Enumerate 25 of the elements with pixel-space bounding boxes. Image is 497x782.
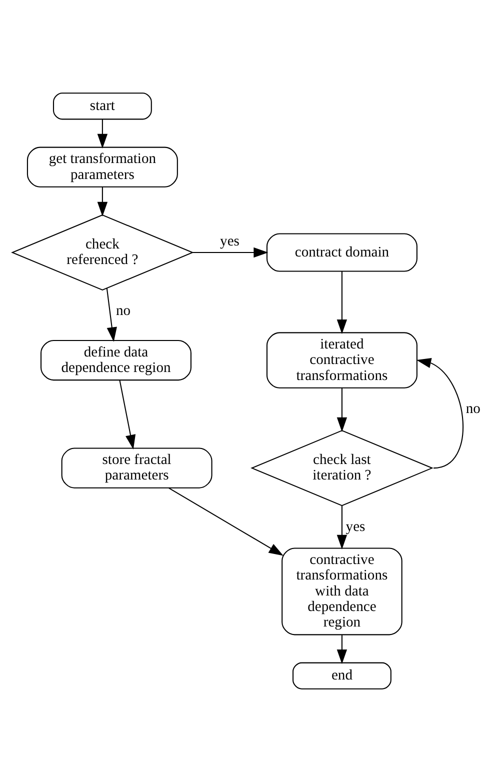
node-box: contractive transformations with data dependence region xyxy=(282,548,402,636)
node-box: contract domain xyxy=(266,233,418,272)
edge-label: no xyxy=(466,401,480,418)
node-box: store fractal parameters xyxy=(61,448,212,488)
arrow xyxy=(336,271,348,334)
arrow xyxy=(336,635,348,664)
arrow xyxy=(119,380,136,450)
node-diamond: check last iteration ? xyxy=(250,430,434,506)
node-box: get transformation parameters xyxy=(26,146,178,188)
arrow xyxy=(336,388,348,432)
node-box: define data dependence region xyxy=(40,340,192,381)
node-box: iterated contractive transformations xyxy=(266,332,418,388)
arrow xyxy=(416,358,464,469)
arrow xyxy=(97,187,108,216)
edge-label: no xyxy=(116,303,131,320)
node-diamond: check referenced ? xyxy=(11,214,194,291)
arrow xyxy=(97,119,108,148)
node-box: start xyxy=(52,92,152,120)
edge-label: yes xyxy=(220,233,240,250)
arrow xyxy=(168,488,284,556)
arrow xyxy=(106,288,117,342)
arrow xyxy=(336,506,348,550)
node-box: end xyxy=(292,662,392,690)
arrow xyxy=(192,247,268,258)
edge-label: yes xyxy=(346,518,366,535)
